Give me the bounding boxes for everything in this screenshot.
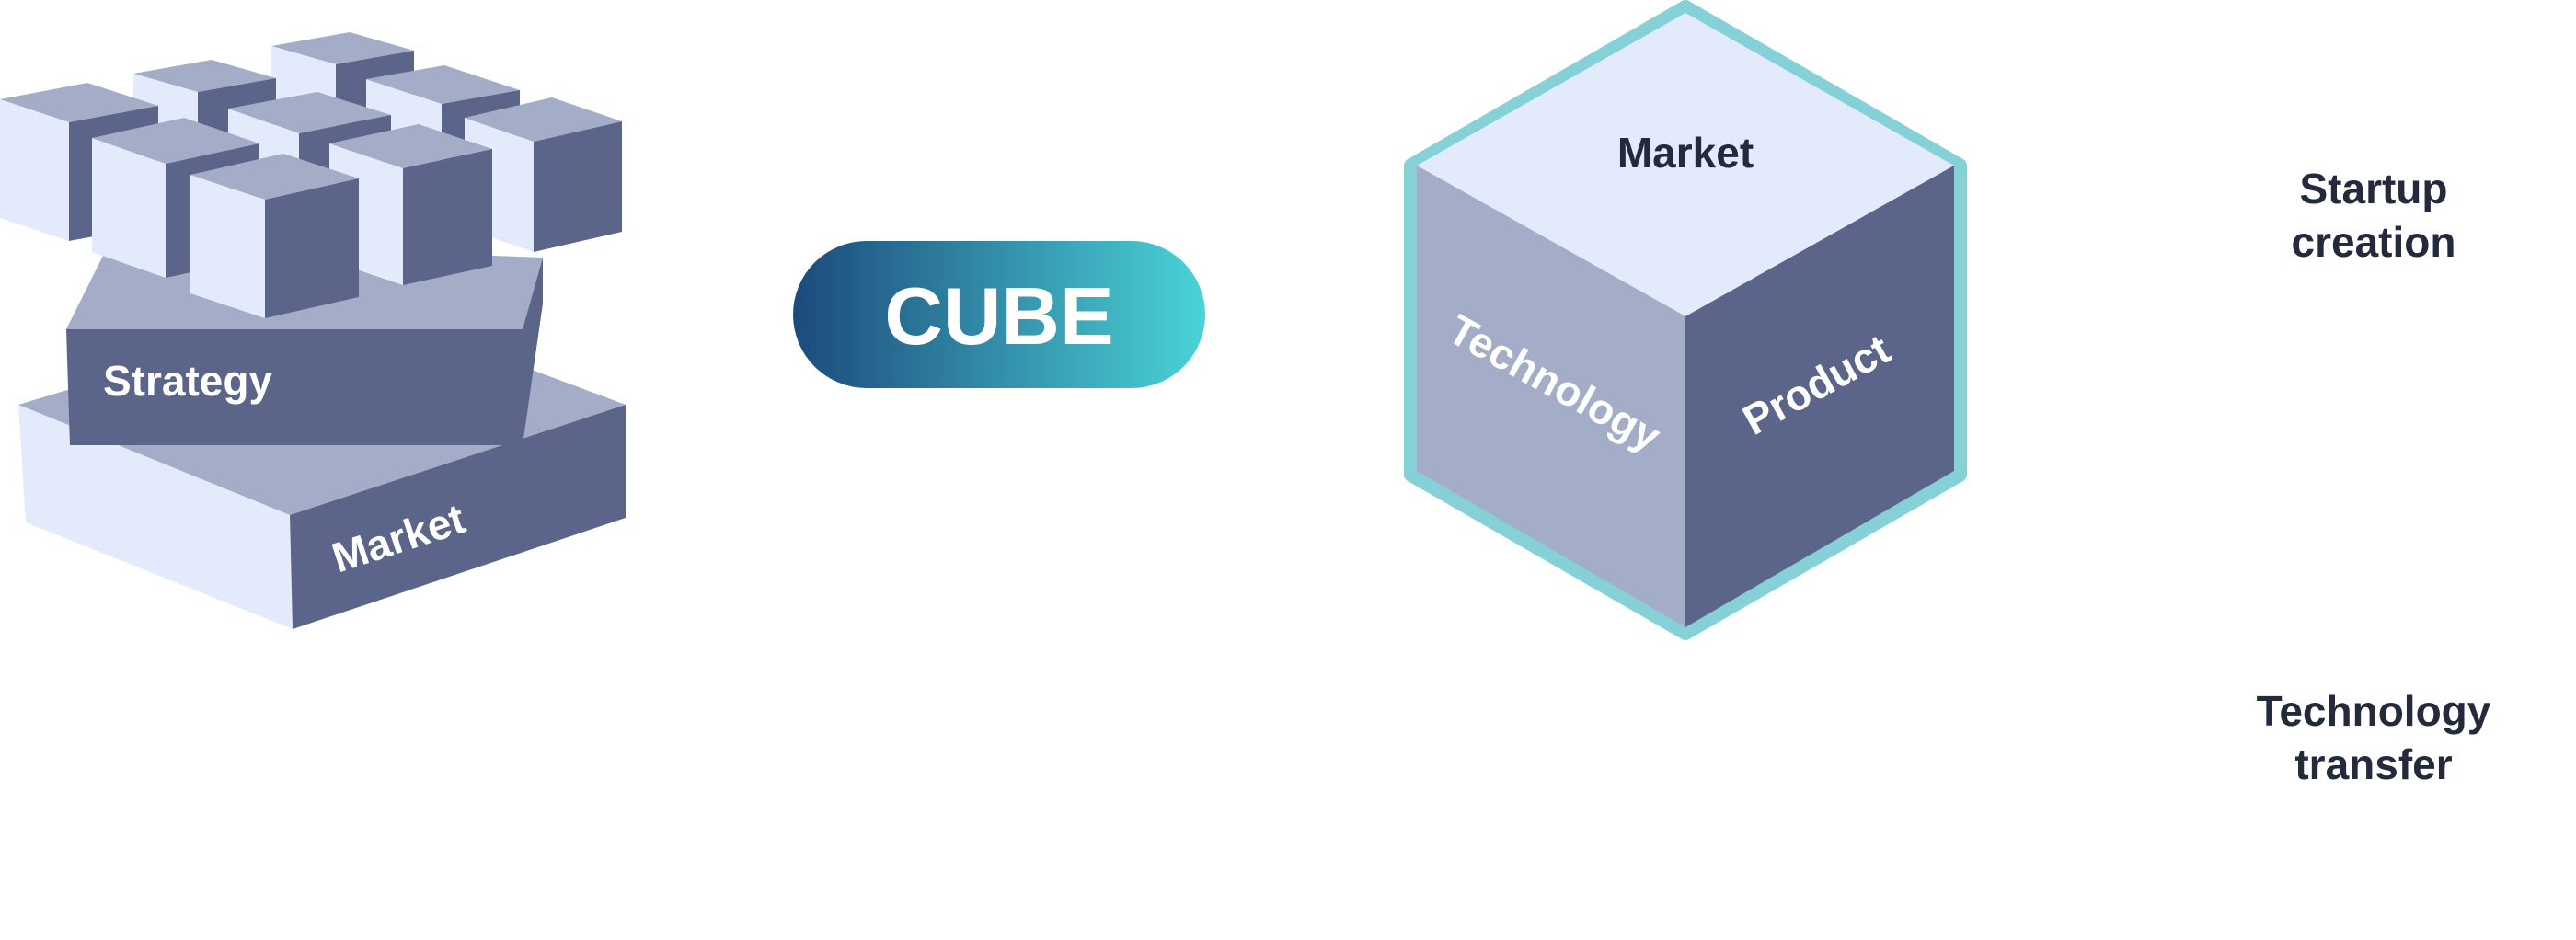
stacked-blocks-diagram: Market Strategy (0, 32, 626, 629)
cube-right-face (1685, 166, 1954, 627)
transfer-line-2: transfer (2294, 740, 2453, 788)
cube-top-face (1417, 13, 1954, 316)
isometric-cube: Market Technology Product (1404, 0, 1967, 640)
transfer-line-1: Technology (2256, 687, 2491, 735)
small-cube (190, 154, 359, 318)
startup-line-1: Startup (2299, 165, 2448, 212)
startup-creation-label: Startup creation (2208, 162, 2539, 269)
cube-left-face (1417, 166, 1685, 627)
technology-transfer-label: Technology transfer (2208, 684, 2539, 791)
small-cubes-cluster (0, 32, 622, 318)
startup-line-2: creation (2291, 218, 2456, 266)
cube-top-label: Market (1617, 129, 1754, 177)
strategy-slab-label: Strategy (103, 357, 272, 405)
cube-badge-label: CUBE (884, 270, 1113, 361)
cube-badge: CUBE (793, 241, 1205, 388)
